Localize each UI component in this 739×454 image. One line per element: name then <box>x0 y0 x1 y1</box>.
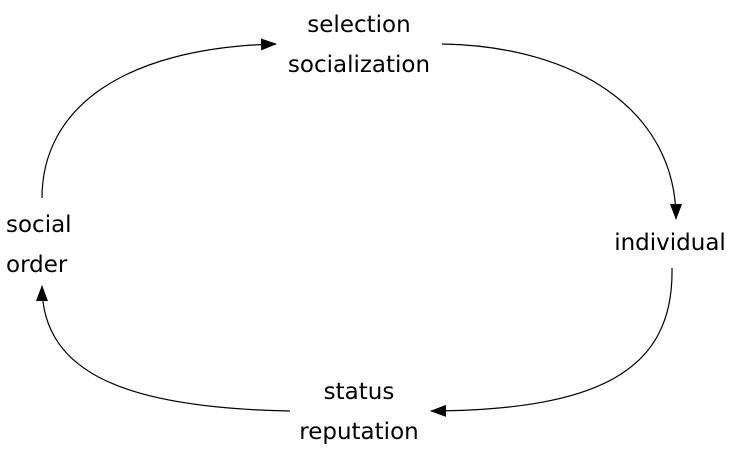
arrow-individual-to-status <box>430 267 673 417</box>
node-status-reputation: status reputation <box>279 372 439 452</box>
arrow-status-to-order <box>36 285 291 412</box>
node-selection-line1: selection <box>307 12 411 38</box>
node-social-line2: order <box>6 252 68 278</box>
node-individual: individual <box>605 223 735 263</box>
node-selection-socialization: selection socialization <box>259 5 459 85</box>
node-individual-line1: individual <box>614 230 726 256</box>
node-selection-line2: socialization <box>287 52 431 78</box>
node-social-order: social order <box>6 205 96 285</box>
arrow-selection-to-individual <box>441 43 682 220</box>
node-status-line2: reputation <box>299 419 419 445</box>
node-status-line1: status <box>323 379 395 405</box>
arrow-order-to-selection <box>41 38 277 199</box>
node-social-line1: social <box>6 212 72 238</box>
